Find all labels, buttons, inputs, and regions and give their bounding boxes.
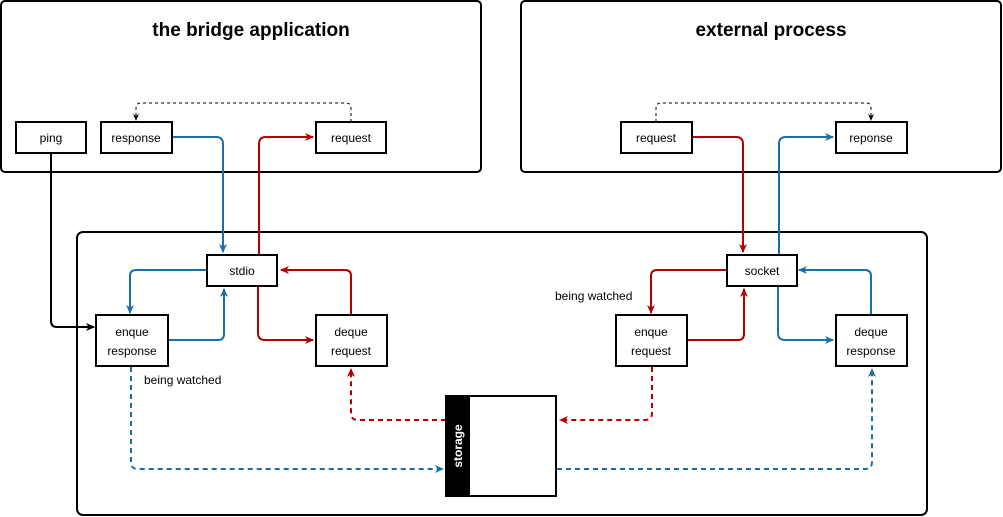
node-ext-request: request [620,121,693,154]
node-ping-label: ping [40,131,63,145]
bridge-application-title: the bridge application [152,20,349,41]
node-bridge-response-label: response [111,131,161,145]
storage-label-bar [446,396,470,496]
being-watched-left-label: being watched [144,373,221,387]
stdio-to-deque-request-edge [257,286,314,344]
node-deque-response-line1: deque [854,325,888,339]
stdio-to-request-edge [258,133,314,255]
stdio-to-enque-response-edge [126,269,207,314]
ping-to-enque-response-edge [50,153,95,331]
node-enque-response-line2: response [107,344,157,358]
node-enque-request-line1: enque [634,325,668,339]
ext-request-to-socket-edge [692,136,747,253]
node-ext-response: reponse [835,121,908,154]
node-socket: socket [726,254,798,287]
socket-to-enque-request-edge [647,269,727,314]
node-deque-response: deque response [835,314,908,367]
storage-node: storage [445,395,557,497]
node-socket-label: socket [745,264,780,278]
deque-response-to-socket-edge [798,266,872,314]
node-enque-response-line1: enque [115,325,149,339]
node-deque-request-line2: request [331,344,372,358]
node-ext-request-label: request [636,131,677,145]
enque-response-to-storage-edge [130,367,444,473]
node-enque-request: enque request [615,314,688,367]
node-ping: ping [15,121,87,154]
storage-to-deque-request-edge [347,368,446,421]
socket-to-deque-response-edge [777,286,834,344]
node-deque-request-line1: deque [334,325,368,339]
storage-label: storage [451,424,465,468]
external-process-title: external process [695,20,846,41]
edges [50,102,876,473]
being-watched-right-label: being watched [555,289,632,303]
node-stdio: stdio [206,254,278,287]
enque-request-to-storage-edge [559,367,653,424]
node-bridge-request: request [315,121,387,154]
node-bridge-response: response [100,121,173,154]
node-bridge-request-label: request [331,131,372,145]
response-to-stdio-edge [172,136,227,253]
socket-to-ext-response-edge [778,133,834,255]
node-stdio-label: stdio [229,264,255,278]
node-enque-response: enque response [95,314,169,367]
queue-layer-container [76,231,928,516]
deque-request-to-stdio-edge [280,266,352,314]
node-enque-request-line2: request [631,344,672,358]
enque-response-to-stdio-edge [169,288,228,341]
node-deque-response-line2: response [846,344,896,358]
enque-request-to-socket-edge [688,288,748,341]
node-ext-response-label: reponse [849,131,893,145]
external-process-container: external process [520,0,1002,173]
storage-to-deque-response-edge [557,368,876,470]
node-deque-request: deque request [315,314,388,367]
